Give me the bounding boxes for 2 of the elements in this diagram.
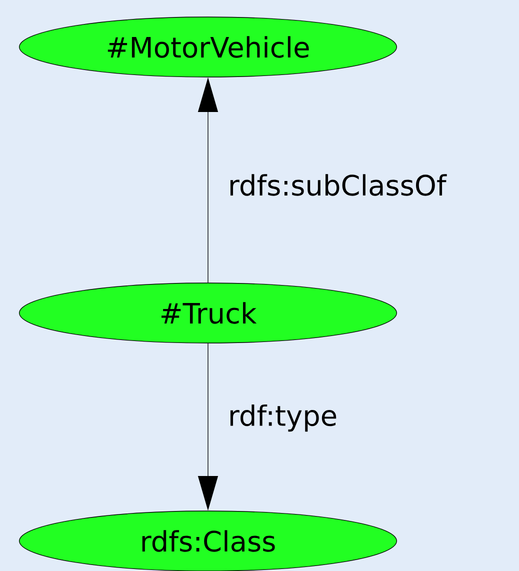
edge-label: rdfs:subClassOf: [225, 172, 449, 198]
edge-label: rdf:type: [225, 402, 340, 434]
